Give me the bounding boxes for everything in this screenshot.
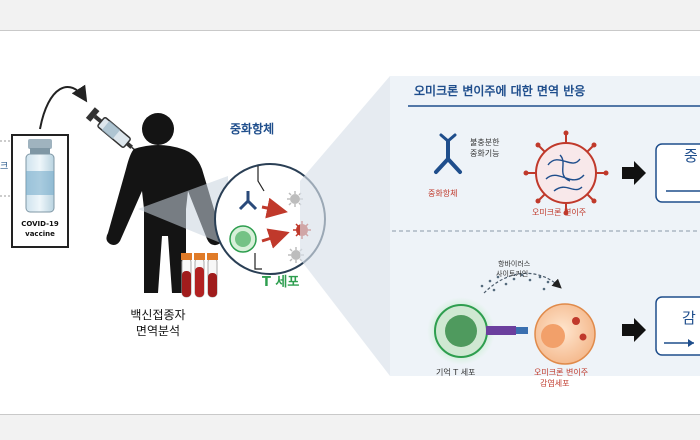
vaccine-vial-box <box>11 134 69 248</box>
vial-label-line-2: vaccine <box>25 230 55 238</box>
person-caption-line-2: 면역분석 <box>135 324 181 338</box>
insufficient-label-line-1: 불충분한 <box>470 138 500 147</box>
zoom-wedge-large <box>300 76 390 376</box>
zoom-circle <box>214 163 326 275</box>
t-cell-label: T 세포 <box>262 275 300 290</box>
zoom-wedge-small <box>138 176 228 246</box>
top-result-partial-text: 중 <box>684 147 698 165</box>
left-dotted-lines <box>0 140 10 197</box>
bottom-result-partial-text: 감 <box>682 309 696 327</box>
panel-antibody-label: 중화항체 <box>428 189 458 198</box>
diagram-frame: 크 COVID-19 vaccine 백신접종자 면역분석 중화항체 T 세포 … <box>0 30 700 415</box>
cytokine-label-line-1: 항바이러스 <box>498 260 531 268</box>
infected-cell-icon <box>534 303 596 365</box>
t-cell-icon <box>229 225 257 253</box>
antibody-callout-line <box>257 166 265 192</box>
cytokine-label-line-2: 사이토카인 <box>496 270 529 278</box>
immune-response-panel <box>390 76 700 376</box>
variant-label: 오미크론 변이주 <box>532 208 587 217</box>
neutralizing-antibody-label: 중화항체 <box>230 122 275 136</box>
omicron-variant-virus <box>523 130 609 216</box>
infected-label-line-1: 오미크론 변이주 <box>534 368 589 377</box>
memory-t-cell-label: 기억 T 세포 <box>436 368 476 377</box>
antibody-icon <box>238 191 258 211</box>
diagram-canvas <box>0 76 700 376</box>
syringe-icon <box>85 107 142 156</box>
cytokine-arrow <box>483 272 562 294</box>
blood-test-tubes <box>181 253 218 298</box>
panel-title: 오미크론 변이주에 대한 면역 반응 <box>414 84 586 98</box>
red-arrow-upper <box>261 197 288 219</box>
bottom-result-arrow <box>622 318 646 342</box>
person-caption-line-1: 백신접종자 <box>130 308 186 322</box>
red-arrow-lower <box>261 228 290 249</box>
cytokine-dots <box>480 273 550 292</box>
top-result-arrow <box>622 161 646 185</box>
insufficient-label-line-2: 중화기능 <box>470 149 500 158</box>
left-partial-text: 크 <box>0 162 9 172</box>
tcr-connector <box>486 326 528 335</box>
curved-arrow <box>39 84 88 130</box>
panel-antibody-icon <box>434 133 462 174</box>
infected-label-line-2: 감염세포 <box>540 379 570 388</box>
top-result-box <box>655 143 700 203</box>
vial-label-line-1: COVID-19 <box>21 220 59 228</box>
t-cell-callout-line <box>254 253 262 270</box>
